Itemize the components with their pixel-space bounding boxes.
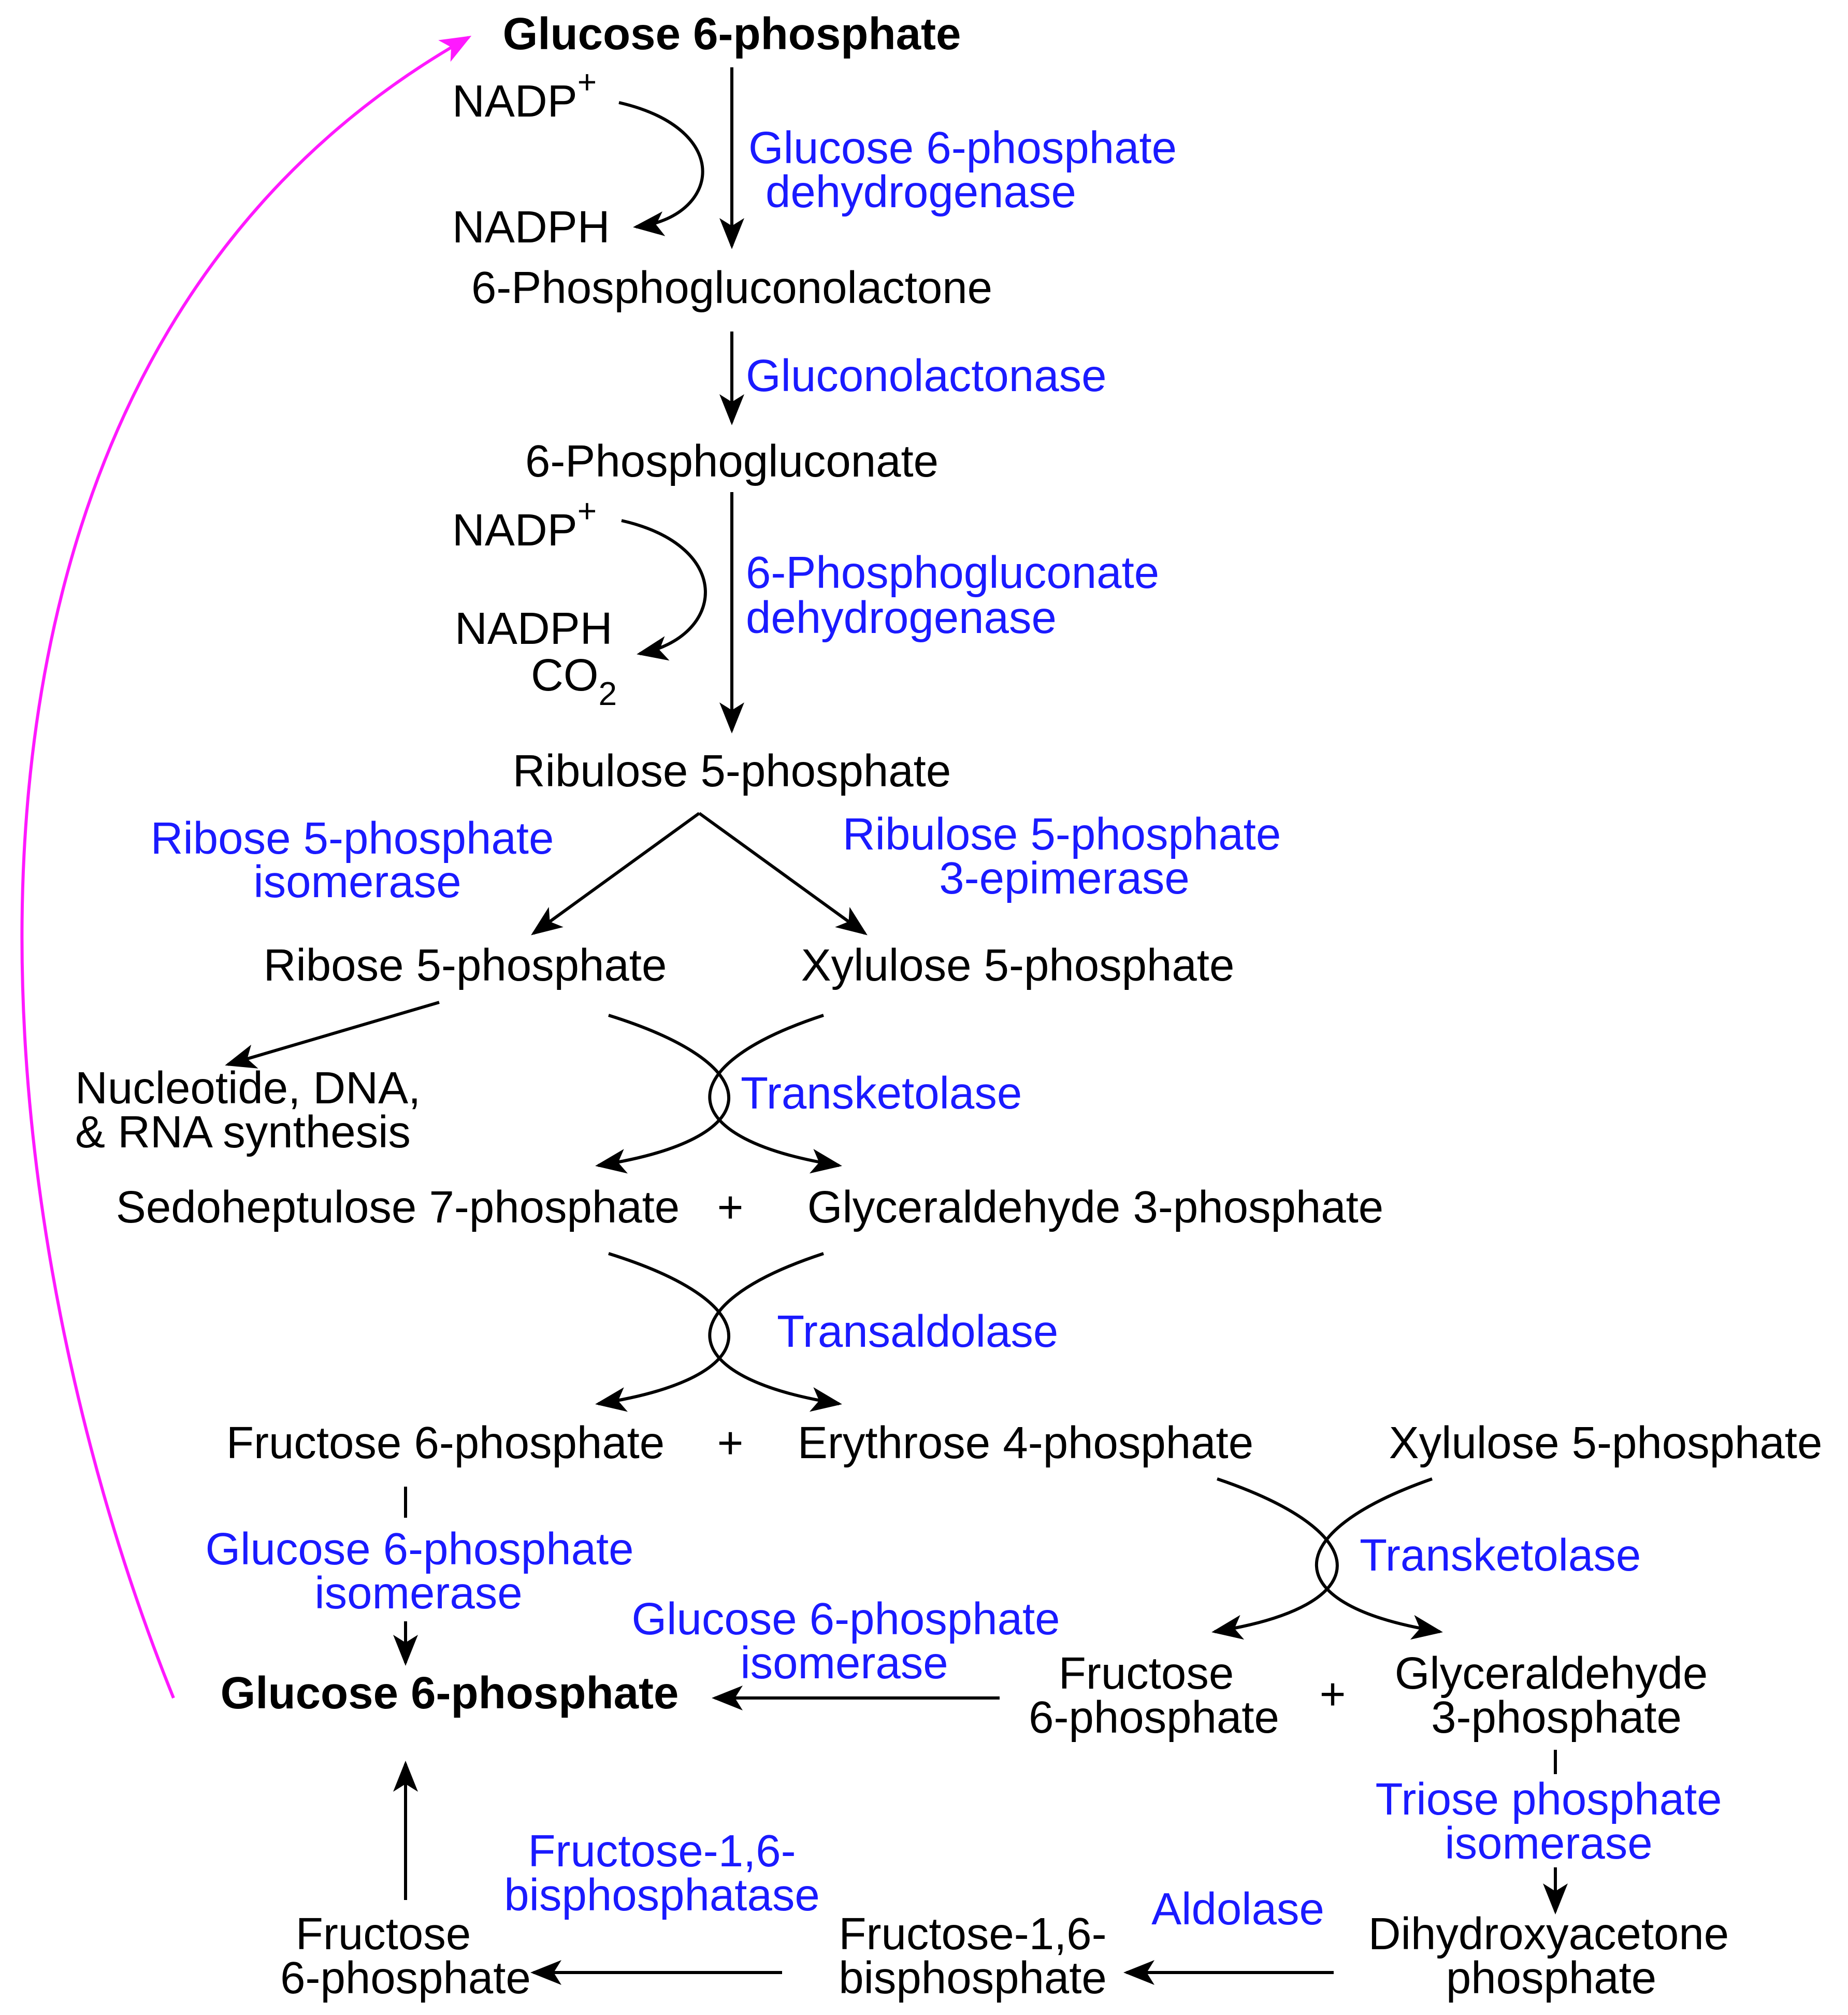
enzyme-aldolase: Aldolase (1151, 1884, 1324, 1934)
enzyme-rpi-line1: Ribose 5-phosphate (151, 813, 554, 863)
co2-label: CO2 (531, 650, 617, 712)
nadph-label-1: NADPH (452, 202, 610, 252)
enzyme-rpe-line1: Ribulose 5-phosphate (843, 809, 1281, 859)
fructose-6-phosphate-3-line2: 6-phosphate (280, 1953, 531, 2003)
glucose-6-phosphate-top: Glucose 6-phosphate (503, 9, 961, 59)
sedoheptulose-7-phosphate: Sedoheptulose 7-phosphate (116, 1182, 680, 1232)
phosphogluconate: 6-Phosphogluconate (525, 436, 939, 486)
nadp-to-nadph-arrow-2 (621, 519, 707, 661)
ribulose-5-phosphate: Ribulose 5-phosphate (513, 746, 951, 796)
glyceraldehyde-3-phosphate-2-line2: 3-phosphate (1431, 1692, 1682, 1743)
enzyme-rpi-line2: isomerase (253, 857, 461, 907)
plus-sign-1: + (717, 1182, 744, 1232)
erythrose-4-phosphate: Erythrose 4-phosphate (798, 1418, 1253, 1468)
transketolase-2-left-curve (1211, 1477, 1339, 1640)
fructose-6-phosphate-1: Fructose 6-phosphate (226, 1418, 665, 1468)
enzyme-gpi-left-line2: isomerase (314, 1568, 522, 1618)
enzyme-transketolase-1: Transketolase (741, 1068, 1022, 1118)
glyceraldehyde-3-phosphate-2-line1: Glyceraldehyde (1395, 1648, 1708, 1699)
fructose-6-phosphate-2-line1: Fructose (1059, 1648, 1234, 1699)
xylulose-5-phosphate-1: Xylulose 5-phosphate (801, 940, 1235, 990)
fructose-1-6-bisphosphate-line2: bisphosphate (839, 1953, 1107, 2003)
nadp-to-nadph-arrow-1 (618, 101, 704, 236)
enzyme-transaldolase: Transaldolase (777, 1306, 1058, 1357)
rpe-reaction-arrow (698, 812, 868, 935)
dihydroxyacetone-phosphate-line2: phosphate (1446, 1953, 1656, 2003)
ribose-5-phosphate: Ribose 5-phosphate (264, 940, 667, 990)
enzyme-pgd-line2: dehydrogenase (746, 593, 1057, 643)
transaldolase-right-curve (708, 1252, 842, 1412)
enzyme-gluconolactonase: Gluconolactonase (746, 351, 1106, 401)
nadp-text-2: NADP (452, 505, 578, 555)
cycle-return-arrow (20, 36, 472, 1699)
nadp-text-1: NADP (452, 76, 578, 126)
enzyme-pgd-line1: 6-Phosphogluconate (746, 548, 1159, 598)
xylulose-5-phosphate-2: Xylulose 5-phosphate (1389, 1418, 1823, 1468)
fructose-6-phosphate-2-line2: 6-phosphate (1029, 1692, 1279, 1743)
enzyme-tpi-line2: isomerase (1445, 1818, 1652, 1868)
plus-sign-3: + (1320, 1669, 1346, 1719)
nucleotide-synthesis-line1: Nucleotide, DNA, (75, 1063, 421, 1113)
enzyme-gpi-mid-line1: Glucose 6-phosphate (631, 1594, 1060, 1644)
transketolase-2-right-curve (1315, 1477, 1443, 1640)
nadp-plus-superscript-2: + (578, 492, 597, 529)
rpi-reaction-arrow (531, 812, 700, 935)
enzyme-fbpase-line2: bisphosphatase (504, 1870, 819, 1920)
plus-sign-2: + (717, 1418, 744, 1468)
co2-text: CO (531, 650, 599, 700)
phosphogluconolactone: 6-Phosphogluconolactone (471, 263, 992, 313)
nucleotide-synthesis-line2: & RNA synthesis (75, 1107, 411, 1157)
enzyme-transketolase-2: Transketolase (1360, 1530, 1641, 1580)
glucose-6-phosphate-bottom: Glucose 6-phosphate (221, 1668, 679, 1718)
fructose-1-6-bisphosphate-line1: Fructose-1,6- (839, 1909, 1106, 1959)
enzyme-tpi-line1: Triose phosphate (1375, 1774, 1722, 1824)
dihydroxyacetone-phosphate-line1: Dihydroxyacetone (1368, 1909, 1729, 1959)
transaldolase-left-curve (595, 1252, 731, 1412)
nadph-label-2: NADPH (455, 603, 613, 654)
enzyme-gpi-mid-line2: isomerase (740, 1638, 948, 1688)
enzyme-g6pd-line2: dehydrogenase (766, 167, 1076, 217)
transketolase-1-left-curve (595, 1014, 731, 1174)
nadp-plus-superscript-1: + (578, 63, 597, 100)
nucleotide-synthesis-arrow (225, 1001, 440, 1069)
nadp-label-2: NADP+ (452, 492, 597, 555)
fructose-6-phosphate-3-line1: Fructose (296, 1909, 471, 1959)
transketolase-1-right-curve (708, 1014, 842, 1174)
enzyme-fbpase-line1: Fructose-1,6- (528, 1826, 796, 1876)
glyceraldehyde-3-phosphate-1: Glyceraldehyde 3-phosphate (807, 1182, 1383, 1232)
co2-subscript: 2 (599, 675, 617, 712)
enzyme-g6pd-line1: Glucose 6-phosphate (748, 123, 1177, 173)
enzyme-gpi-left-line1: Glucose 6-phosphate (205, 1524, 633, 1574)
nadp-label-1: NADP+ (452, 63, 597, 126)
enzyme-rpe-line2: 3-epimerase (939, 853, 1190, 903)
